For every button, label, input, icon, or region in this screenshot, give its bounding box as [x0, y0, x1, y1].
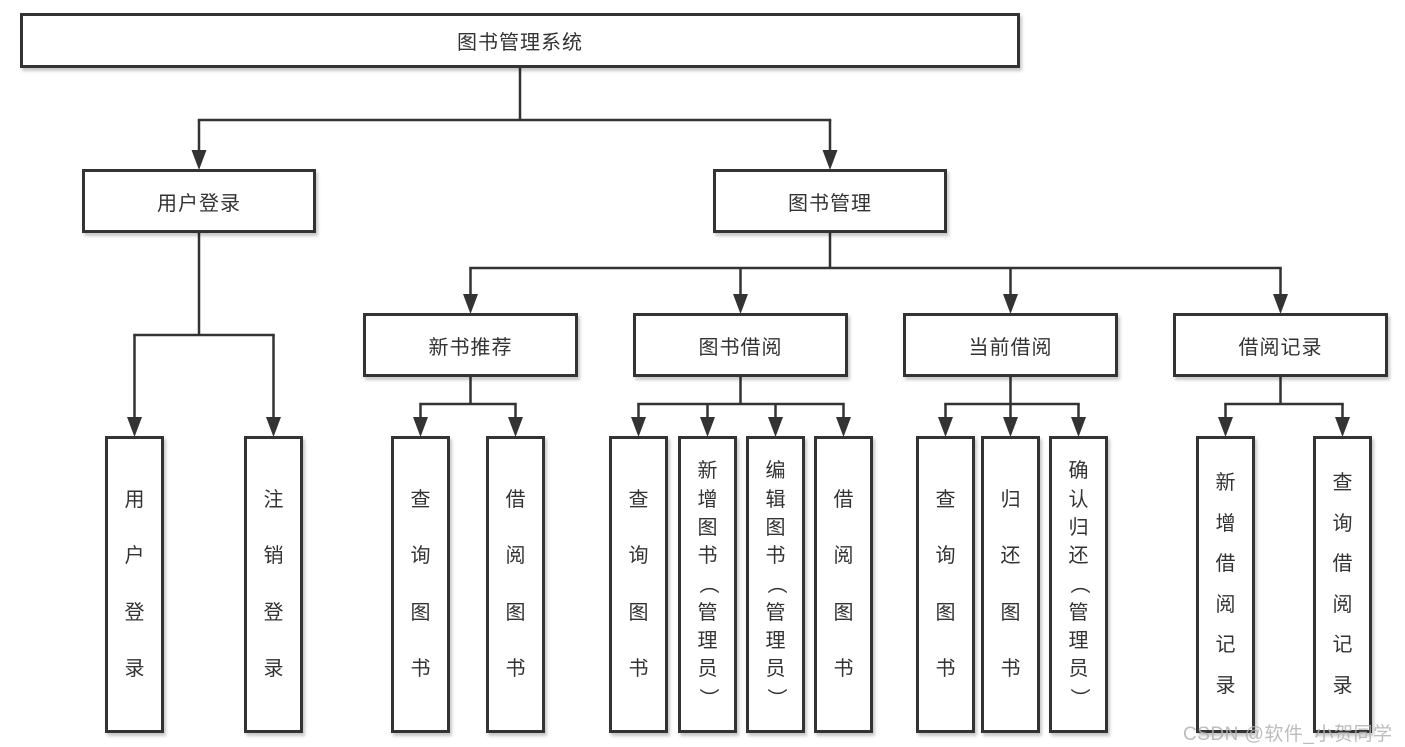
leaf-return-book: 归还图书 — [981, 436, 1040, 733]
csdn-watermark: CSDN @软件_小贺同学 — [1183, 724, 1393, 745]
node-library-management-system: 图书管理系统 — [20, 13, 1020, 68]
node-label: 图书借阅 — [698, 336, 783, 359]
node-label: 新增图书（管理员） — [696, 460, 719, 708]
node-current-borrow: 当前借阅 — [903, 313, 1118, 377]
node-label: 查询图书 — [935, 488, 956, 681]
node-label: 查询借阅记录 — [1332, 472, 1353, 697]
leaf-add-borrow-record: 新增借阅记录 — [1196, 436, 1255, 733]
connector-new-book-recommend-children — [413, 377, 523, 437]
node-label: 借阅图书 — [505, 488, 526, 681]
node-label: 查询图书 — [410, 488, 431, 681]
leaf-borrow-books-recommend: 借阅图书 — [486, 436, 545, 733]
node-book-borrow: 图书借阅 — [633, 313, 848, 377]
node-label: 查询图书 — [628, 488, 649, 681]
node-label: 编辑图书（管理员） — [764, 460, 787, 708]
node-label: 用户登录 — [124, 488, 145, 681]
node-label: 用户登录 — [157, 192, 241, 215]
leaf-user-login: 用户登录 — [105, 436, 164, 733]
node-user-login: 用户登录 — [82, 169, 316, 233]
node-label: 借阅图书 — [833, 488, 854, 681]
node-label: 注销登录 — [263, 488, 284, 681]
leaf-confirm-return-admin: 确认归还（管理员） — [1049, 436, 1108, 733]
leaf-logout-login: 注销登录 — [244, 436, 303, 733]
leaf-borrow-books-borrow: 借阅图书 — [814, 436, 873, 733]
leaf-query-books-recommend: 查询图书 — [391, 436, 450, 733]
node-borrow-records: 借阅记录 — [1173, 313, 1388, 377]
connector-borrow-records-children — [1218, 377, 1350, 437]
connector-user-login-children — [127, 233, 281, 437]
leaf-edit-book-admin: 编辑图书（管理员） — [746, 436, 805, 733]
node-label: 借阅记录 — [1238, 336, 1323, 359]
node-book-management: 图书管理 — [713, 169, 947, 233]
node-new-book-recommend: 新书推荐 — [363, 313, 578, 377]
node-label: 归还图书 — [1000, 488, 1021, 681]
leaf-query-books-borrow: 查询图书 — [609, 436, 668, 733]
node-label: 图书管理系统 — [457, 32, 583, 54]
node-label: 图书管理 — [788, 192, 872, 215]
node-label: 确认归还（管理员） — [1067, 460, 1090, 708]
connector-current-borrow-children — [938, 377, 1086, 437]
leaf-query-borrow-record: 查询借阅记录 — [1313, 436, 1372, 733]
node-label: 新增借阅记录 — [1215, 472, 1236, 697]
connector-book-management-children — [463, 233, 1288, 314]
connector-book-borrow-children — [631, 377, 851, 437]
node-label: 当前借阅 — [968, 336, 1053, 359]
leaf-add-book-admin: 新增图书（管理员） — [678, 436, 737, 733]
node-label: 新书推荐 — [428, 336, 513, 359]
connector-root-to-level2 — [191, 68, 838, 170]
leaf-query-books-current: 查询图书 — [916, 436, 975, 733]
